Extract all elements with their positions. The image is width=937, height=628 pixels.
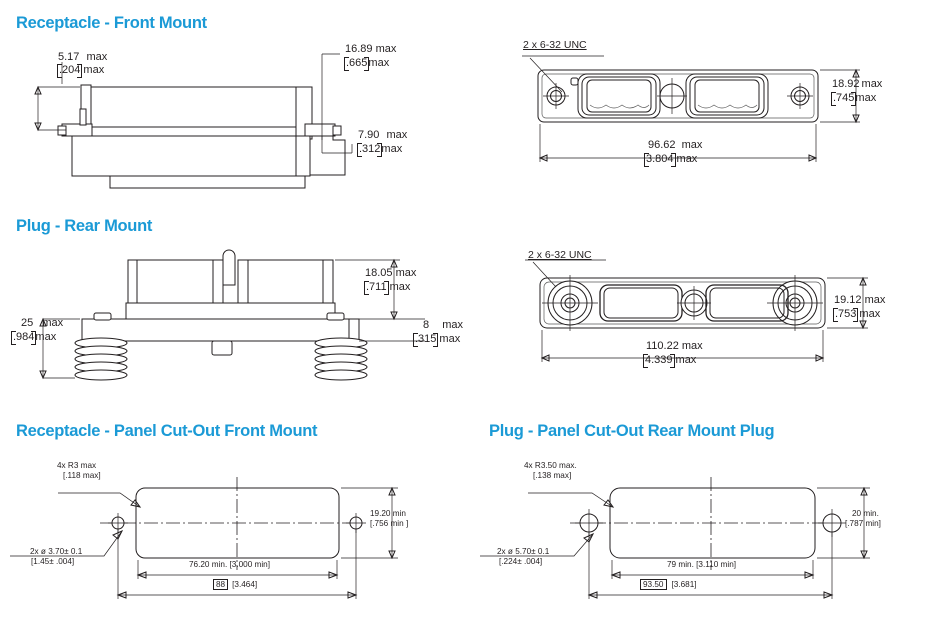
dim-receptacle-face-height-18-92-imperial: .745max <box>830 92 877 106</box>
dim-plug-depth-8: 8 max <box>423 319 463 331</box>
dim-receptacle-cutout-height: 19.20 min <box>370 509 406 518</box>
dim-receptacle-depth-7-90: 7.90 max <box>358 129 408 141</box>
callout-plug-hole-dia-line1: 2x ø 5.70± 0.1 <box>497 547 550 556</box>
receptacle-panel-cutout-drawing <box>10 477 398 599</box>
callout-receptacle-corner-radius-line1: 4x R3 max <box>57 461 97 470</box>
section-heading-receptacle-panel-cutout: Receptacle - Panel Cut-Out Front Mount <box>16 422 318 440</box>
dim-receptacle-height-16-89: 16.89 max <box>345 43 397 55</box>
dim-receptacle-width-5-17: 5.17 max <box>58 51 108 63</box>
callout-plug-corner-radius-line2: [.138 max] <box>533 471 572 480</box>
callout-plug-hole-dia-line2: [.224± .004] <box>499 557 543 566</box>
dim-receptacle-cutout-inner-width: 76.20 min. [3.000 min] <box>189 560 271 569</box>
dim-receptacle-height-16-89-imperial: .665max <box>343 57 390 71</box>
section-heading-receptacle-front-mount: Receptacle - Front Mount <box>16 14 207 32</box>
dim-plug-cutout-height-imperial: [.787 min] <box>845 519 881 528</box>
callout-plug-thread: 2 x 6-32 UNC <box>528 249 592 261</box>
dim-plug-face-width-110-22: 110.22 max <box>646 340 703 352</box>
callout-receptacle-thread: 2 x 6-32 UNC <box>523 39 587 51</box>
dim-plug-width-25-imperial: .984max <box>10 331 57 345</box>
dim-plug-cutout-hole-spacing: 93.50[3.681] <box>640 579 697 591</box>
callout-receptacle-corner-radius-line2: [.118 max] <box>63 471 101 480</box>
dim-receptacle-cutout-height-imperial: [.756 min ] <box>370 519 409 528</box>
plug-panel-cutout-drawing <box>480 477 870 599</box>
dim-plug-cutout-inner-width: 79 min. [3.110 min] <box>667 560 737 569</box>
dim-plug-hole-spacing-boxed-value: 93.50 <box>640 579 667 591</box>
dim-receptacle-hole-spacing-boxed-value: 88 <box>213 579 229 591</box>
plug-rear-mount-side-view-drawing <box>39 249 425 381</box>
receptacle-front-mount-face-view-drawing <box>522 55 860 162</box>
section-heading-plug-panel-cutout: Plug - Panel Cut-Out Rear Mount Plug <box>489 422 775 440</box>
callout-plug-corner-radius-line1: 4x R3.50 max. <box>524 461 577 470</box>
dim-receptacle-face-width-96-62: 96.62 max <box>648 139 703 151</box>
plug-rear-mount-face-view-drawing <box>525 259 868 362</box>
section-heading-plug-rear-mount: Plug - Rear Mount <box>16 217 153 235</box>
receptacle-front-mount-side-view-drawing <box>34 53 353 189</box>
dim-receptacle-cutout-hole-spacing: 88[3.464] <box>213 579 257 591</box>
dim-plug-face-height-19-12: 19.12 max <box>834 294 886 306</box>
callout-receptacle-hole-dia-line2: [1.45± .004] <box>31 557 75 566</box>
dim-plug-height-18-05: 18.05 max <box>365 267 417 279</box>
dim-plug-width-25: 25 max <box>21 317 64 329</box>
dim-plug-cutout-height: 20 min. <box>852 509 879 518</box>
callout-receptacle-hole-dia-line1: 2x ø 3.70± 0.1 <box>30 547 83 556</box>
dim-receptacle-depth-7-90-imperial: .312max <box>356 143 403 157</box>
